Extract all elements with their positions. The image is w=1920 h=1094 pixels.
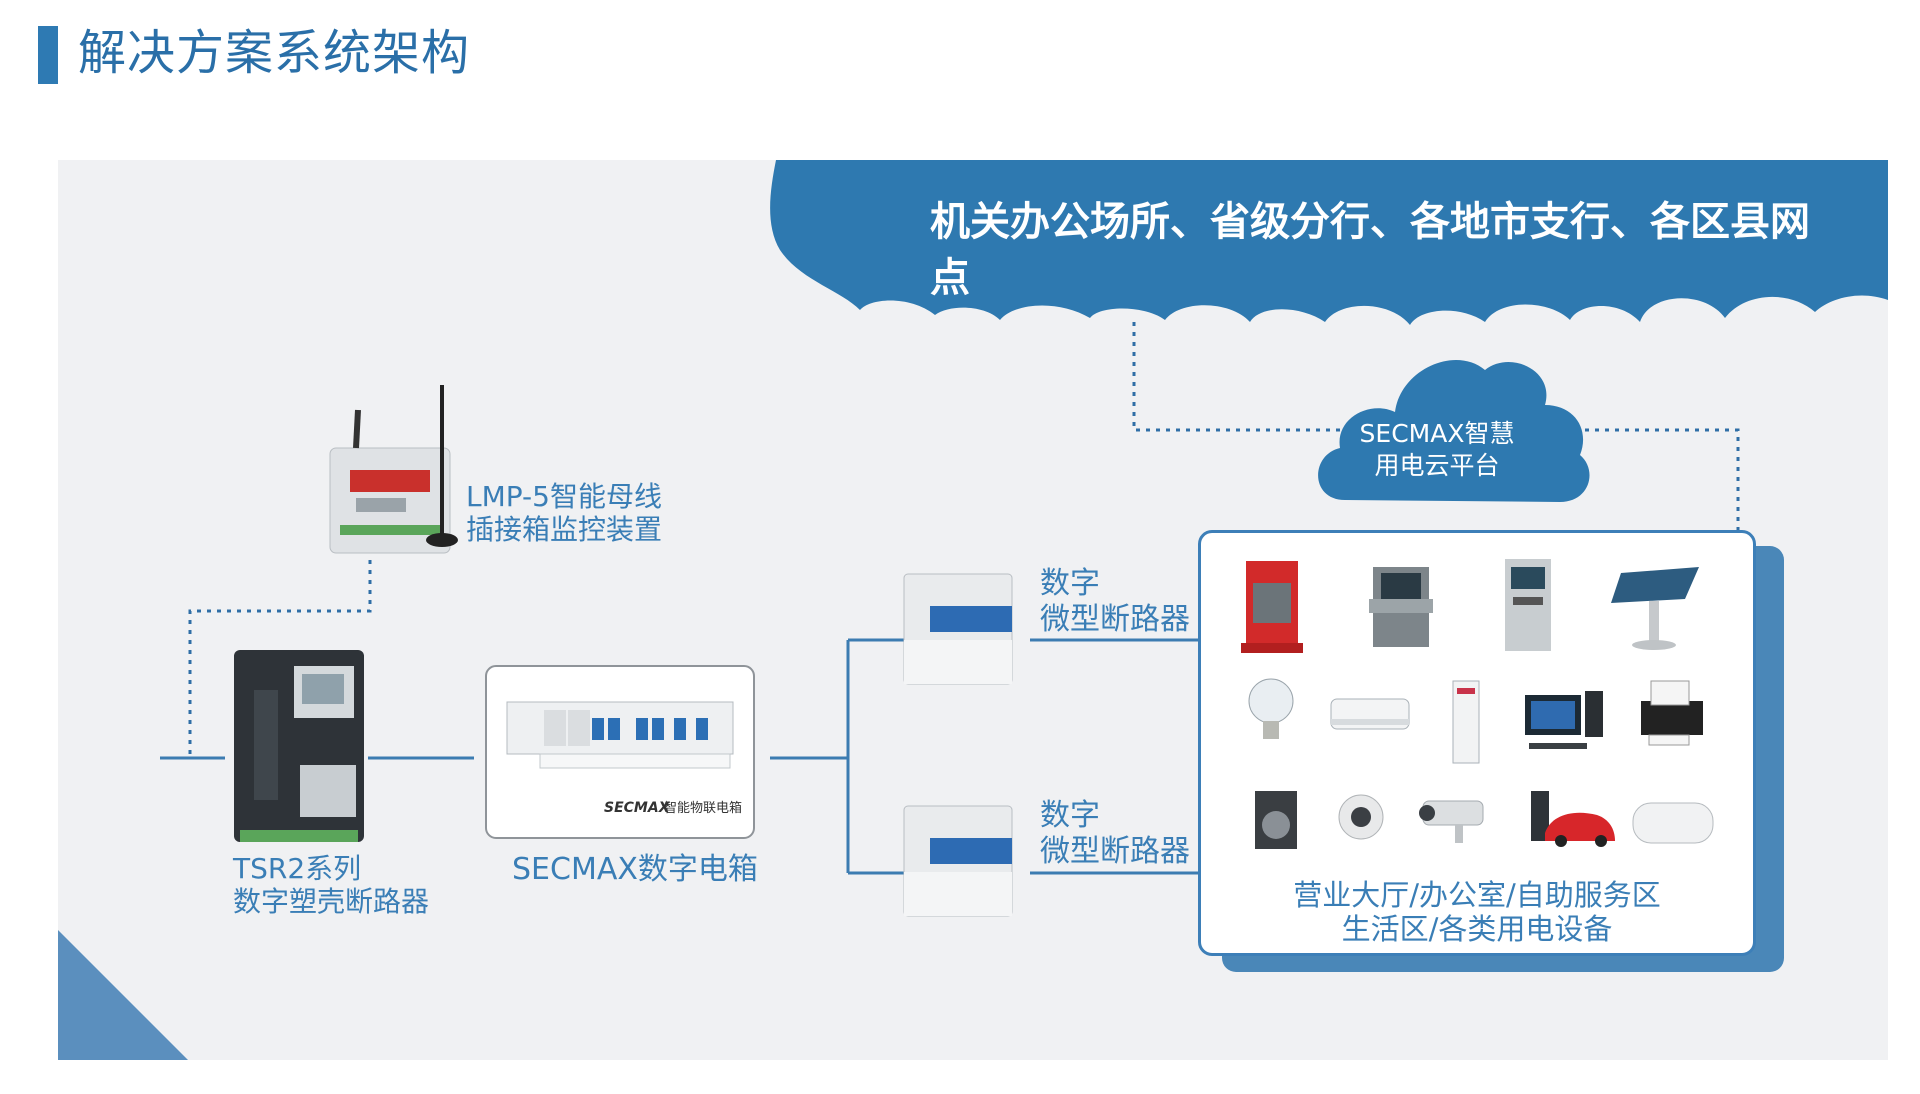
mcb-top-label-line2: 微型断路器	[1040, 602, 1190, 637]
secmax-box-brand-sub: 智能物联电箱	[664, 800, 742, 816]
power-lines	[160, 638, 1198, 875]
cctv-camera-icon	[1419, 800, 1484, 843]
ev-charger-car-icon	[1531, 791, 1615, 847]
device-card	[1198, 530, 1756, 956]
tsr2-label: TSR2系列 数字塑壳断路器	[233, 852, 429, 918]
atm-red-icon	[1241, 561, 1303, 653]
atm-kiosk-icon	[1369, 567, 1433, 647]
standing-ac-icon	[1452, 680, 1480, 764]
banner-cloud	[770, 160, 1888, 325]
touch-screen-kiosk-icon	[1611, 567, 1699, 650]
mcb-bottom-label: 数字 微型断路器	[1040, 798, 1190, 870]
mcb-bottom-label-line1: 数字	[1040, 798, 1100, 833]
cloud-line-2: 用电云平台	[1374, 451, 1500, 480]
secmax-box-brand: SECMAX	[604, 800, 671, 816]
corner-decoration	[58, 930, 188, 1060]
secmax-box-drawing	[485, 665, 755, 839]
mcb-bottom-drawing	[903, 805, 1013, 917]
mcb-top-label-line1: 数字	[1040, 566, 1100, 601]
device-caption-line2: 生活区/各类用电设备	[1341, 912, 1613, 946]
cloud-line-1: SECMAX智慧	[1359, 419, 1515, 448]
mcb-top-label: 数字 微型断路器	[1040, 566, 1190, 638]
mcb-bottom-label-line2: 微型断路器	[1040, 834, 1190, 869]
air-conditioner-icon	[1330, 698, 1410, 730]
platform-cloud	[1318, 360, 1590, 502]
device-caption: 营业大厅/办公室/自助服务区 生活区/各类用电设备	[1198, 878, 1756, 946]
banner-title: 机关办公场所、省级分行、各地市支行、各区县网点	[930, 199, 1810, 301]
desktop-computer-icon	[1525, 691, 1603, 749]
printer-icon	[1641, 680, 1703, 746]
page-title: 解决方案系统架构	[78, 25, 471, 81]
atm-tower-icon	[1505, 559, 1551, 651]
secmax-box-label: SECMAX数字电箱	[512, 852, 758, 887]
water-heater-icon	[1632, 802, 1714, 844]
light-bulb-icon	[1248, 678, 1294, 739]
lmp5-label: LMP-5智能母线 插接箱监控装置	[466, 480, 662, 546]
lmp5-label-line1: LMP-5智能母线	[466, 480, 662, 513]
tsr2-label-line1: TSR2系列	[233, 852, 362, 885]
security-camera-dome-icon	[1338, 794, 1384, 840]
tsr2-label-line2: 数字塑壳断路器	[233, 885, 430, 918]
lmp5-device	[329, 385, 458, 554]
device-icons	[1241, 559, 1714, 849]
wireless-links	[188, 322, 1740, 758]
mcb-top-drawing	[903, 573, 1013, 685]
washing-machine-icon	[1255, 791, 1297, 849]
lmp5-label-line2: 插接箱监控装置	[466, 513, 663, 546]
tsr2-breaker	[234, 650, 364, 842]
device-caption-line1: 营业大厅/办公室/自助服务区	[1293, 878, 1661, 912]
cloud-platform-label: SECMAX智慧 用电云平台	[1332, 418, 1542, 482]
title-accent-bar	[38, 26, 58, 84]
